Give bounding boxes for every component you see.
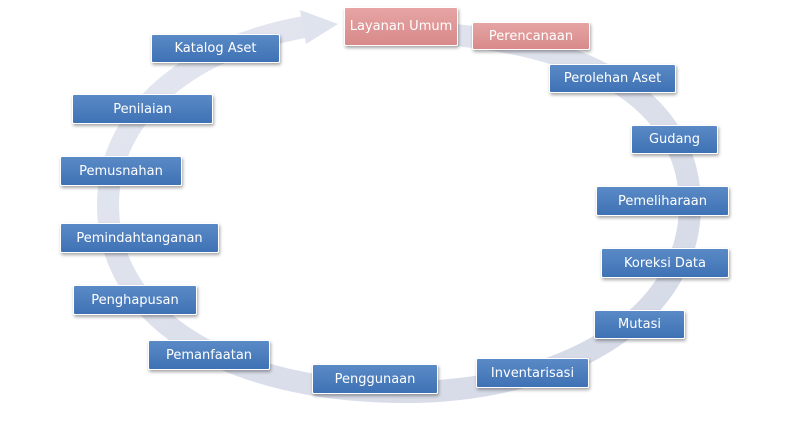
node-pemeliharaan: Pemeliharaan [596,186,729,216]
node-penghapusan: Penghapusan [73,285,197,315]
node-pemanfaatan: Pemanfaatan [148,340,270,370]
node-layanan-umum: Layanan Umum [344,7,458,46]
node-koreksi-data: Koreksi Data [601,248,729,278]
node-penggunaan: Penggunaan [312,364,438,394]
node-gudang: Gudang [631,125,718,154]
node-pemindahtanganan: Pemindahtanganan [60,223,219,253]
node-perencanaan: Perencanaan [472,22,590,50]
node-inventarisasi: Inventarisasi [476,358,589,388]
node-perolehan-aset: Perolehan Aset [549,64,676,93]
node-pemusnahan: Pemusnahan [60,156,182,186]
node-katalog-aset: Katalog Aset [151,34,280,63]
node-mutasi: Mutasi [594,310,685,339]
node-penilaian: Penilaian [72,94,213,124]
